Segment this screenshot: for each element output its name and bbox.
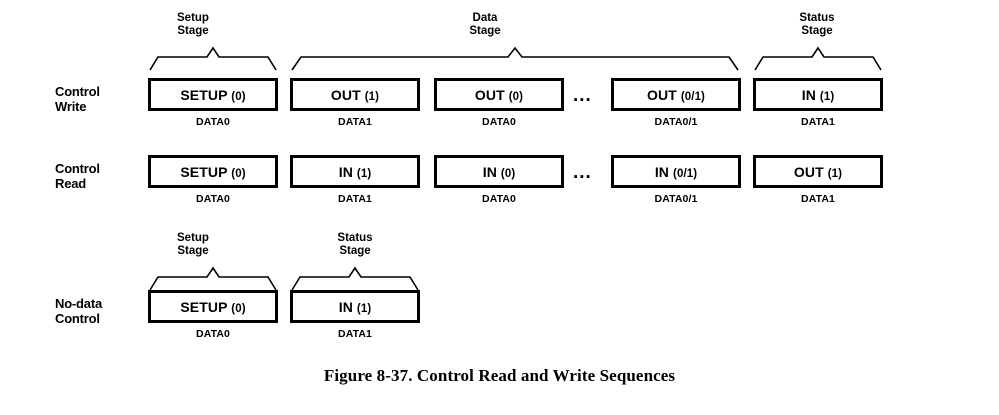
packet-data-toggle-label: DATA0/1 xyxy=(654,193,698,205)
packet-label: IN (1) xyxy=(338,163,372,180)
stage-label-data-row1: Data Stage xyxy=(469,12,501,37)
packet-box[interactable]: IN (0/1) xyxy=(611,155,741,188)
packet-label: IN (0/1) xyxy=(654,163,698,180)
packet-label: IN (1) xyxy=(801,86,835,103)
row-label-control-read: Control Read xyxy=(55,161,100,191)
packet-sequence-ellipsis: ... xyxy=(573,162,592,183)
stage-label-status-row1: Status Stage xyxy=(799,12,835,37)
packet-data-toggle-label: DATA1 xyxy=(801,193,835,205)
stage-bracket-status-row3 xyxy=(290,264,420,292)
packet-data-toggle-label: DATA0/1 xyxy=(654,116,698,128)
packet-data-toggle-label: DATA0 xyxy=(196,193,230,205)
row-label-no-data-control: No-data Control xyxy=(55,296,102,326)
packet-data-toggle-label: DATA1 xyxy=(801,116,835,128)
packet-box[interactable]: IN (0) xyxy=(434,155,564,188)
packet-label: SETUP (0) xyxy=(180,163,246,180)
stage-label-status-row3: Status Stage xyxy=(337,232,373,257)
packet-box[interactable]: OUT (1) xyxy=(290,78,420,111)
stage-bracket-data-row1 xyxy=(290,44,740,72)
packet-box[interactable]: OUT (0/1) xyxy=(611,78,741,111)
packet-box[interactable]: OUT (1) xyxy=(753,155,883,188)
packet-label: OUT (0) xyxy=(474,86,524,103)
packet-box[interactable]: IN (1) xyxy=(753,78,883,111)
stage-label-setup-row3: Setup Stage xyxy=(177,232,209,257)
packet-box[interactable]: SETUP (0) xyxy=(148,78,278,111)
packet-label: IN (1) xyxy=(338,298,372,315)
stage-bracket-setup-row3 xyxy=(148,264,278,292)
packet-label: OUT (1) xyxy=(330,86,380,103)
figure-caption: Figure 8-37. Control Read and Write Sequ… xyxy=(323,366,676,385)
stage-bracket-status-row1 xyxy=(753,44,883,72)
row-label-control-write: Control Write xyxy=(55,84,100,114)
packet-label: SETUP (0) xyxy=(180,86,246,103)
packet-data-toggle-label: DATA0 xyxy=(196,328,230,340)
stage-bracket-setup-row1 xyxy=(148,44,278,72)
stage-label-setup-row1: Setup Stage xyxy=(177,12,209,37)
packet-data-toggle-label: DATA0 xyxy=(196,116,230,128)
packet-data-toggle-label: DATA0 xyxy=(482,116,516,128)
packet-label: SETUP (0) xyxy=(180,298,246,315)
packet-box[interactable]: OUT (0) xyxy=(434,78,564,111)
packet-label: IN (0) xyxy=(482,163,516,180)
packet-box[interactable]: SETUP (0) xyxy=(148,290,278,323)
packet-data-toggle-label: DATA1 xyxy=(338,328,372,340)
packet-label: OUT (1) xyxy=(793,163,843,180)
packet-box[interactable]: IN (1) xyxy=(290,290,420,323)
packet-label: OUT (0/1) xyxy=(646,86,705,103)
packet-data-toggle-label: DATA1 xyxy=(338,193,372,205)
packet-box[interactable]: SETUP (0) xyxy=(148,155,278,188)
packet-box[interactable]: IN (1) xyxy=(290,155,420,188)
packet-data-toggle-label: DATA1 xyxy=(338,116,372,128)
packet-sequence-ellipsis: ... xyxy=(573,85,592,106)
packet-data-toggle-label: DATA0 xyxy=(482,193,516,205)
